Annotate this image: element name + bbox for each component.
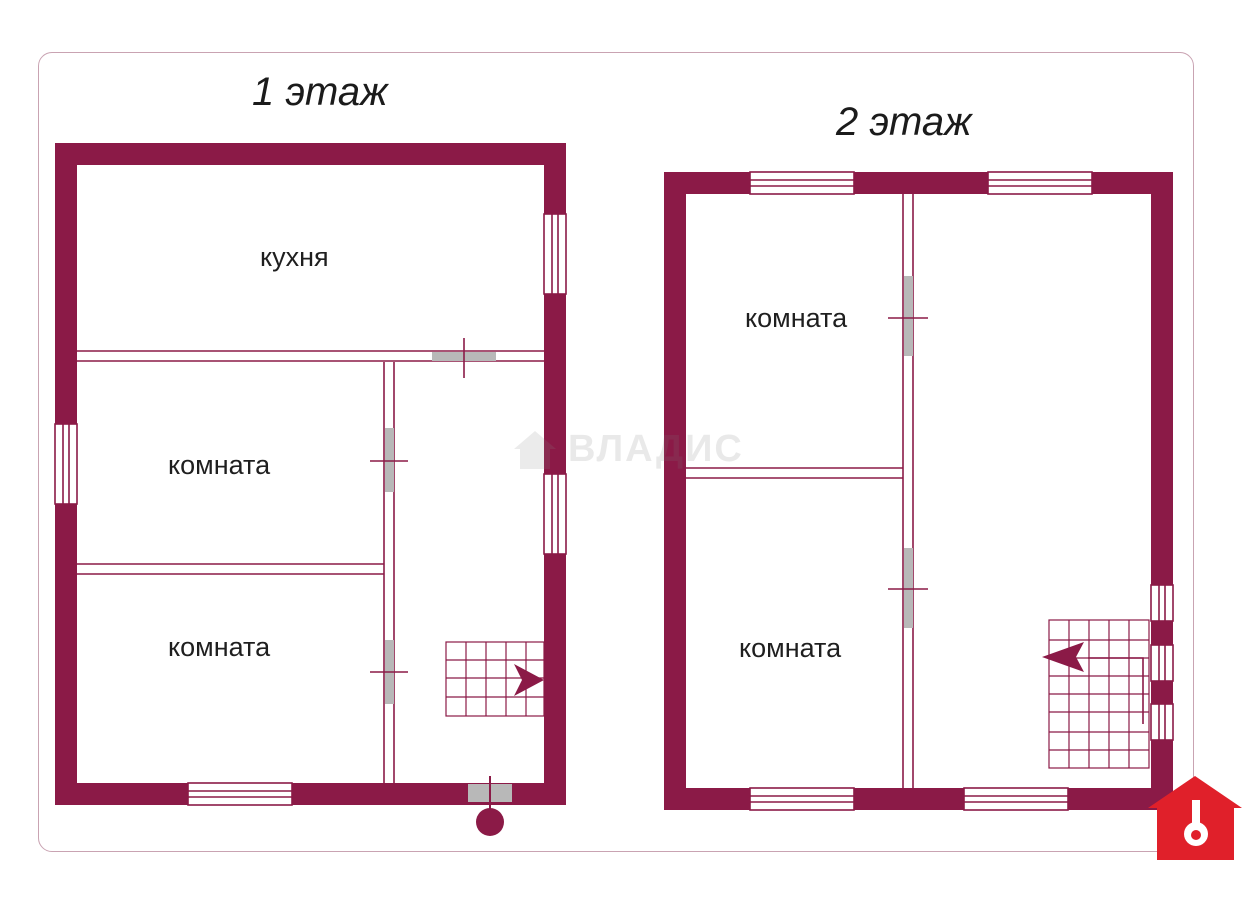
house-key-logo-icon [1148,776,1242,860]
window-icon [1150,703,1174,741]
window-icon [1150,584,1174,622]
door-icon [432,338,496,378]
room-label-room: комната [745,303,848,333]
floor-2-partitions [686,194,914,788]
window-icon [1150,644,1174,682]
floor-1-title: 1 этаж [252,70,388,114]
watermark: ВЛАДИС [512,428,744,471]
plan-frame [38,52,1194,852]
watermark-text: ВЛАДИС [568,428,744,470]
room-label-room: комната [168,450,271,480]
window-icon [54,423,78,505]
door-icon [370,428,408,492]
window-icon [963,787,1069,811]
window-icon [543,473,567,555]
staircase-icon [445,641,545,717]
floor-2-windows [749,171,1174,811]
door-icon [888,276,928,356]
window-icon [749,787,855,811]
entrance-door-icon [468,776,512,836]
watermark-house-icon [514,430,556,469]
floor-1-doors [370,338,512,836]
door-icon [888,548,928,628]
floor-1-windows [54,213,567,806]
staircase-icon [1042,619,1150,769]
floor-2-outer-wall [664,172,1173,810]
window-icon [187,782,293,806]
room-label-room: комната [168,632,271,662]
floor-2-doors [888,276,928,628]
room-label-room: комната [739,633,842,663]
floor-2-title: 2 этаж [836,100,972,144]
floor-2-plan [664,171,1174,811]
window-icon [987,171,1093,195]
room-label-kitchen: кухня [260,242,329,272]
window-icon [543,213,567,295]
door-icon [370,640,408,704]
window-icon [749,171,855,195]
floor-1-plan [54,143,567,836]
floor-1-partitions [77,350,544,783]
